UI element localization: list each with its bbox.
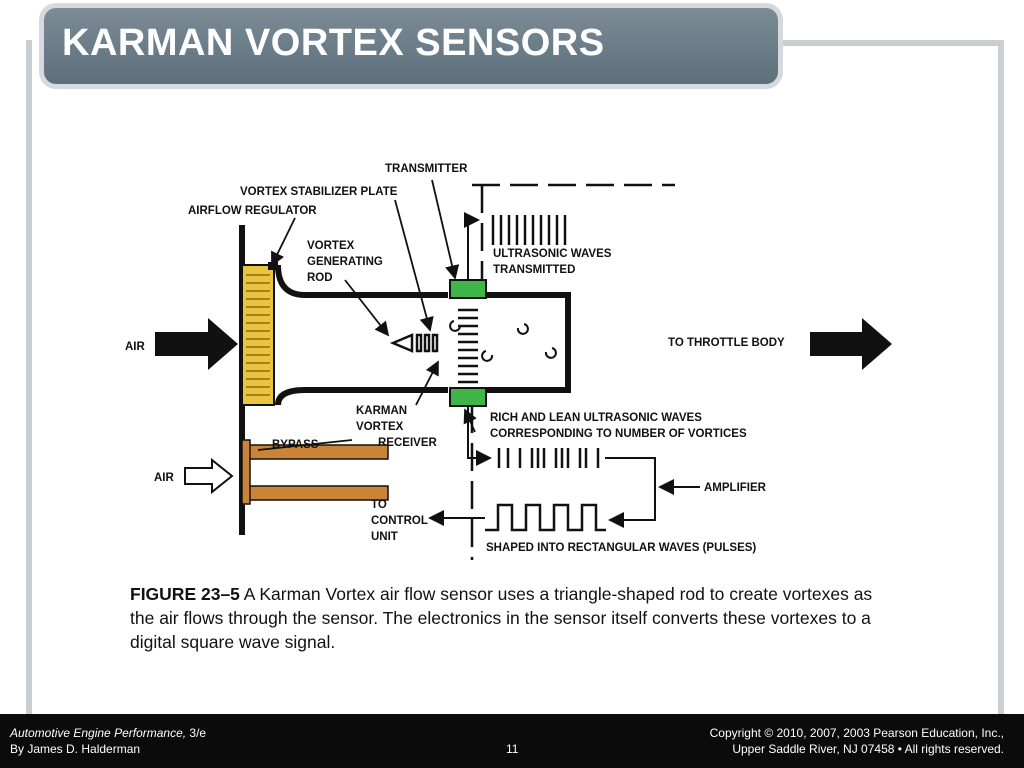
frame-top-border bbox=[780, 40, 1004, 46]
label-karman-vortex-receiver: KARMAN VORTEX RECEIVER bbox=[356, 405, 437, 449]
received-wave-burst bbox=[497, 448, 600, 468]
label-airflow-regulator: AIRFLOW REGULATOR bbox=[188, 205, 317, 217]
slide-footer: Automotive Engine Performance, 3/e By Ja… bbox=[0, 714, 1024, 768]
frame-left-border bbox=[26, 40, 32, 716]
slide-title: KARMAN VORTEX SENSORS bbox=[62, 22, 605, 64]
transmitter-transducer bbox=[449, 279, 487, 299]
throttle-body-arrow bbox=[810, 318, 892, 370]
label-leader-lines bbox=[257, 179, 477, 451]
bypass-tube bbox=[241, 439, 389, 505]
figure-caption: FIGURE 23–5 A Karman Vortex air flow sen… bbox=[130, 582, 890, 654]
label-amplifier: AMPLIFIER bbox=[704, 482, 767, 494]
label-vortex-generating-rod: VORTEX GENERATING ROD bbox=[307, 240, 386, 284]
vortex-generating-rod bbox=[389, 333, 439, 353]
receiver-transducer bbox=[449, 387, 487, 407]
label-bypass: BYPASS bbox=[272, 439, 319, 451]
electronics-dashed-boundary bbox=[470, 183, 675, 560]
footer-book-title: Automotive Engine Performance, 3/e bbox=[10, 726, 206, 740]
book-title-italic: Automotive Engine Performance, bbox=[10, 726, 187, 740]
figure-description: A Karman Vortex air flow sensor uses a t… bbox=[130, 584, 873, 652]
label-ultrasonic-waves-transmitted: ULTRASONIC WAVES TRANSMITTED bbox=[493, 248, 615, 276]
footer-copyright-line1: Copyright © 2010, 2007, 2003 Pearson Edu… bbox=[709, 726, 1004, 740]
rectangular-pulse-wave bbox=[485, 503, 606, 532]
label-to-throttle-body: TO THROTTLE BODY bbox=[668, 337, 785, 349]
transmitted-wave-burst bbox=[491, 215, 567, 245]
title-banner bbox=[44, 8, 778, 84]
frame-right-border bbox=[998, 40, 1004, 716]
book-edition: 3/e bbox=[186, 726, 207, 740]
footer-copyright-line2: Upper Saddle River, NJ 07458 • All right… bbox=[732, 742, 1004, 756]
vortex-swirls bbox=[449, 320, 557, 362]
ultrasonic-wave-lines bbox=[458, 308, 478, 384]
label-rich-lean-waves: RICH AND LEAN ULTRASONIC WAVES CORRESPON… bbox=[490, 412, 747, 440]
label-air-bypass: AIR bbox=[154, 472, 175, 484]
airflow-regulator-honeycomb bbox=[241, 262, 278, 406]
bypass-air-arrow bbox=[184, 457, 234, 495]
label-to-control-unit: TO CONTROL UNIT bbox=[371, 499, 431, 543]
label-vortex-stabilizer-plate: VORTEX STABILIZER PLATE bbox=[240, 186, 398, 198]
karman-vortex-diagram: TRANSMITTER VORTEX STABILIZER PLATE AIRF… bbox=[125, 163, 892, 560]
air-inlet-arrow bbox=[155, 318, 238, 370]
label-shaped-waves: SHAPED INTO RECTANGULAR WAVES (PULSES) bbox=[486, 542, 756, 554]
page-number: 11 bbox=[506, 742, 519, 756]
label-transmitter: TRANSMITTER bbox=[385, 163, 468, 175]
label-air-inlet: AIR bbox=[125, 341, 146, 353]
footer-author: By James D. Halderman bbox=[10, 742, 141, 756]
figure-number: FIGURE 23–5 bbox=[130, 584, 240, 604]
signal-wiring bbox=[428, 212, 700, 528]
